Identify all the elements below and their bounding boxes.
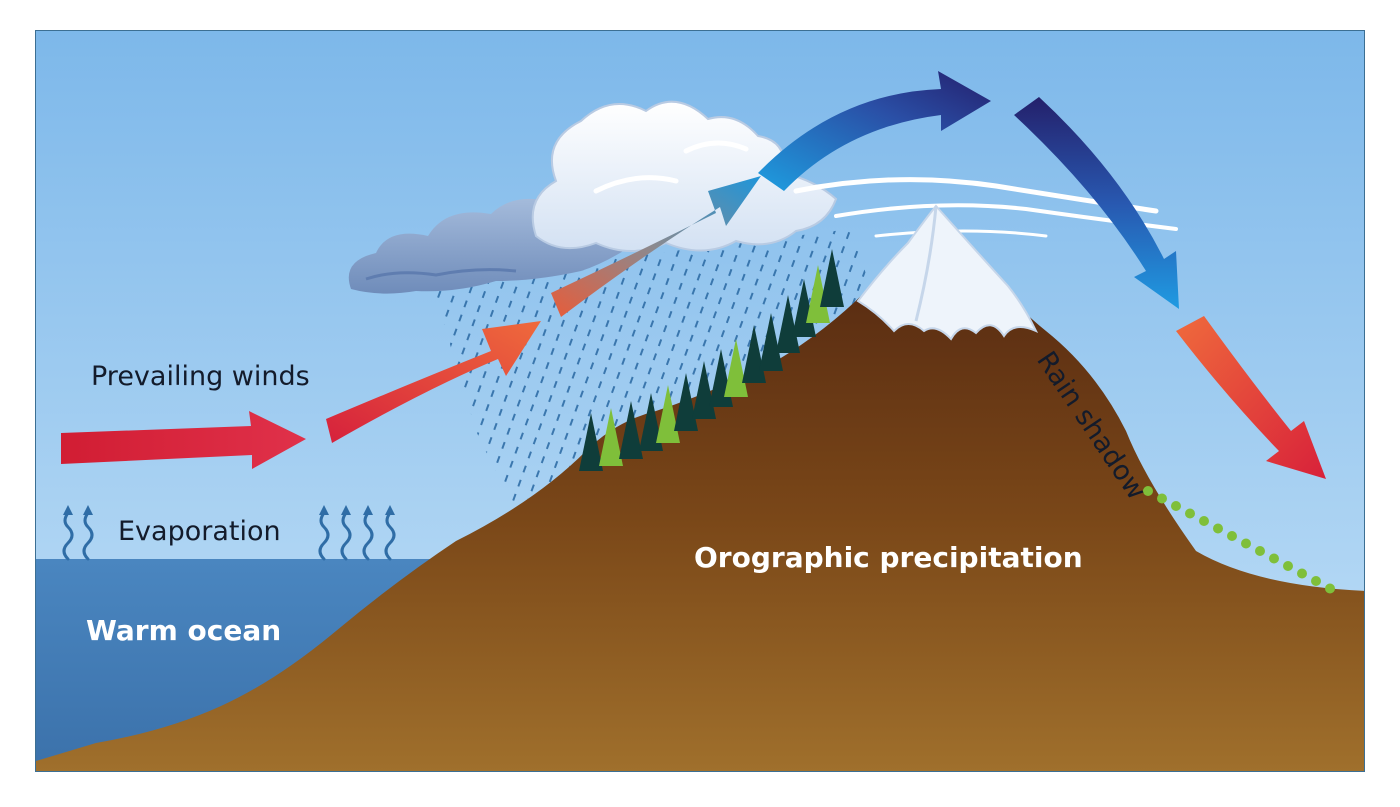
orographic-scene	[36, 31, 1364, 771]
rain-curtain	[431, 229, 871, 509]
shrub	[1269, 553, 1279, 564]
tree	[656, 385, 680, 443]
shrub	[1311, 576, 1321, 586]
mountain	[36, 206, 1364, 771]
evaporation-arrowhead	[363, 505, 373, 515]
tree	[599, 408, 623, 466]
orographic-precipitation-label: Orographic precipitation	[694, 541, 1083, 574]
tree	[619, 401, 643, 459]
evaporation-squiggle	[362, 511, 374, 561]
snow-cap	[856, 204, 1039, 341]
tree	[724, 339, 748, 397]
tree	[579, 413, 603, 471]
shrub	[1297, 568, 1307, 579]
evaporation-arrowhead	[319, 505, 329, 515]
evaporation-arrowhead	[341, 505, 351, 515]
shrubs	[1143, 486, 1335, 594]
tree	[820, 249, 844, 307]
evaporation-arrowhead	[83, 505, 93, 515]
evaporation-squiggle	[318, 511, 330, 561]
warm-ocean-label: Warm ocean	[86, 614, 282, 647]
shrub	[1227, 531, 1237, 541]
shrub	[1171, 501, 1181, 511]
shrub	[1213, 523, 1223, 534]
shrub	[1241, 538, 1251, 549]
evaporation-squiggle	[62, 511, 74, 561]
tree	[674, 373, 698, 431]
wind-arrow-3	[551, 176, 761, 317]
shrub	[1185, 508, 1195, 519]
evaporation-squiggle	[340, 511, 352, 561]
shrub	[1255, 546, 1265, 556]
evaporation-squiggle	[384, 511, 396, 561]
diagram-frame: Prevailing winds Evaporation Warm ocean …	[35, 30, 1365, 772]
tree	[776, 295, 800, 353]
wind-arrow-1	[61, 411, 306, 469]
tree	[806, 265, 830, 323]
prevailing-winds-label: Prevailing winds	[91, 361, 310, 392]
shrub	[1283, 561, 1293, 571]
tree	[639, 393, 663, 451]
white-cloud	[531, 100, 838, 252]
shrub	[1157, 493, 1167, 504]
wind-arrow-5	[1014, 97, 1179, 309]
evaporation-arrowhead	[63, 505, 73, 515]
forest	[579, 249, 844, 471]
shrub	[1325, 583, 1335, 594]
evaporation-arrows	[62, 505, 396, 561]
evaporation-label: Evaporation	[118, 516, 281, 547]
evaporation-squiggle	[82, 511, 94, 561]
wind-arrow-2	[326, 321, 541, 443]
shrub	[1143, 486, 1153, 496]
wind-arrow-6	[1176, 316, 1326, 479]
wind-arrow-4	[758, 71, 991, 191]
shrub	[1199, 516, 1209, 526]
tree	[759, 313, 783, 371]
evaporation-arrowhead	[385, 505, 395, 515]
